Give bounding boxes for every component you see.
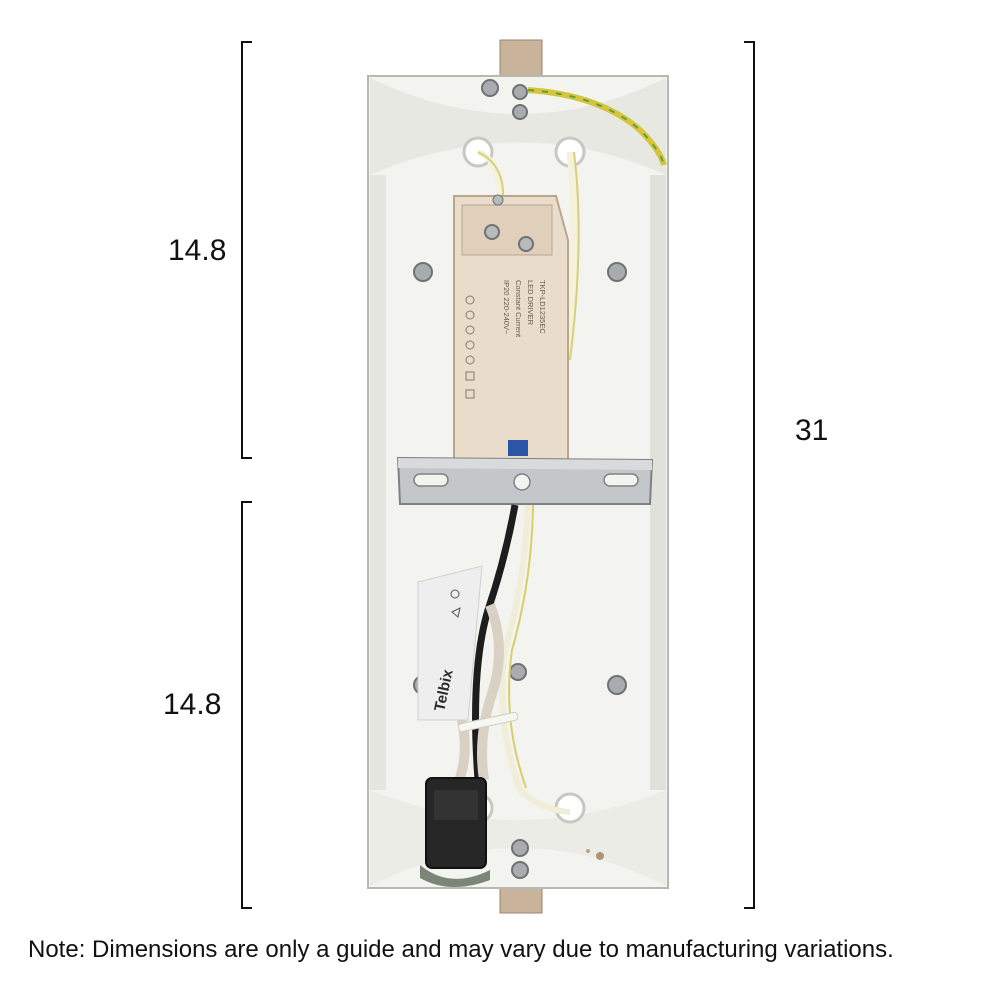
dimension-label-bottom: 14.8	[163, 688, 222, 721]
led-driver: TKP-LD1235EC LED DRIVER Constant Current…	[453, 194, 569, 461]
dimension-bracket-total	[744, 41, 755, 909]
mounting-bracket	[396, 456, 654, 505]
compliance-sticker: Telbix	[417, 565, 483, 721]
mounting-tab-bottom	[499, 884, 543, 914]
earth-wire	[527, 87, 667, 166]
driver-subtitle-text: Constant Current	[514, 280, 523, 338]
dimension-label-total: 31	[795, 414, 829, 447]
dimension-bracket-top	[241, 41, 252, 459]
cable-tie	[457, 711, 519, 733]
driver-spec-text: IP20 220-240V~	[502, 280, 511, 335]
driver-model-text: TKP-LD1235EC	[538, 280, 547, 334]
dimensions-note: Note: Dimensions are only a guide and ma…	[28, 936, 894, 963]
terminal-block	[420, 777, 490, 888]
screws	[413, 79, 627, 879]
lower-wire-bundle	[499, 504, 571, 815]
driver-output-wires	[562, 151, 578, 361]
dimension-label-top: 14.8	[168, 234, 227, 267]
fixture-top-curve	[370, 78, 666, 175]
dimension-bracket-bottom	[241, 501, 252, 909]
driver-title-text: LED DRIVER	[526, 280, 535, 326]
mounting-tab-top	[499, 39, 543, 81]
